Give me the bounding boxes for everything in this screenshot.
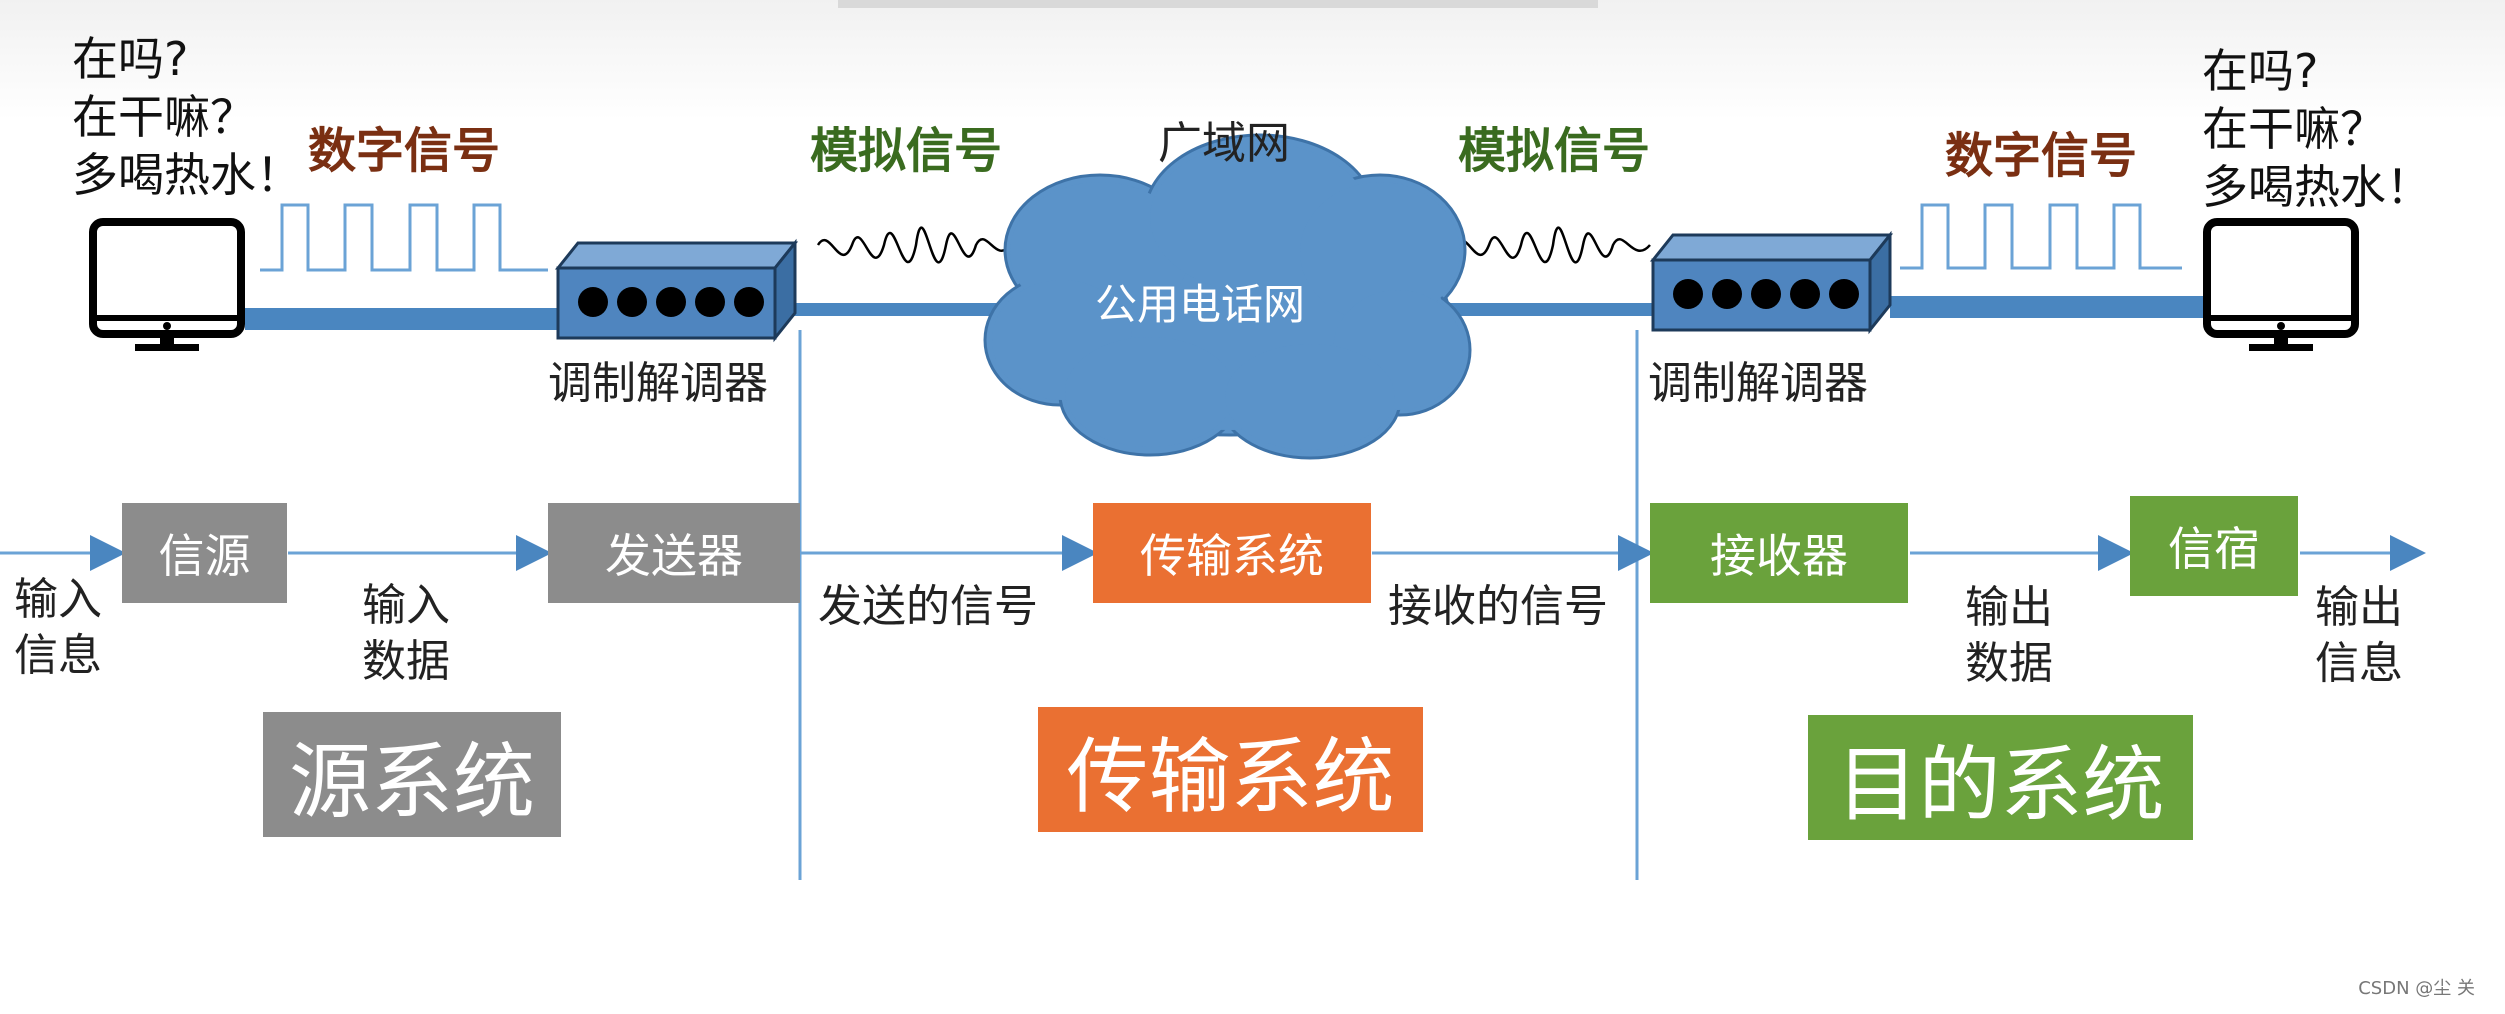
left-chat-line-1: 在吗?	[72, 32, 189, 86]
source-system-box: 源系统	[263, 712, 561, 837]
receiver-box: 接收器	[1650, 503, 1908, 603]
digital-signal-label-left: 数字信号	[308, 123, 501, 179]
cloud-label: 公用电话网	[1095, 280, 1306, 329]
digital-signal-label-right: 数字信号	[1945, 128, 2138, 184]
right-chat-line-2: 在干嘛？	[2202, 102, 2386, 156]
output-info-label: 输出 信息	[2315, 582, 2403, 689]
destination-system-box: 目的系统	[1808, 715, 2193, 840]
received-signal-label: 接收的信号	[1388, 581, 1608, 632]
left-computer-icon	[89, 218, 245, 351]
cloud-right-modem-link	[1450, 303, 1660, 316]
telephone-network-cloud	[983, 133, 1472, 460]
source-box: 信源	[122, 503, 287, 603]
right-computer-icon	[2203, 218, 2359, 351]
transmission-box: 传输系统	[1093, 503, 1371, 603]
left-modem-icon	[554, 238, 799, 343]
left-digital-wave	[260, 203, 548, 272]
modem-label-left: 调制解调器	[548, 358, 768, 409]
right-analog-wave	[1453, 226, 1651, 264]
left-chat-line-3: 多喝热水！	[72, 148, 302, 202]
right-modem-icon	[1649, 230, 1894, 335]
left-chat-line-2: 在干嘛？	[72, 90, 256, 144]
watermark-credit: CSDN @尘 关	[2358, 978, 2475, 999]
modem-label-right: 调制解调器	[1648, 358, 1868, 409]
wan-label: 广域网	[1158, 118, 1290, 169]
right-modem-pc-link	[1890, 296, 2210, 318]
right-chat-line-1: 在吗?	[2202, 44, 2319, 98]
analog-signal-label-left: 模拟信号	[810, 123, 1003, 179]
right-chat-line-3: 多喝热水！	[2202, 160, 2432, 214]
input-info-label: 输入 信息	[14, 574, 102, 681]
input-data-label: 输入 数据	[362, 580, 450, 687]
output-data-label: 输出 数据	[1965, 582, 2053, 689]
destination-box: 信宿	[2130, 496, 2298, 596]
top-bar	[838, 0, 1598, 8]
transmitter-box: 发送器	[548, 503, 800, 603]
left-pc-modem-link	[245, 308, 565, 330]
left-modem-cloud-link	[790, 303, 1020, 316]
transmission-system-box: 传输系统	[1038, 707, 1423, 832]
analog-signal-label-right: 模拟信号	[1458, 123, 1651, 179]
right-digital-wave	[1900, 203, 2182, 270]
left-analog-wave	[816, 226, 1012, 264]
sent-signal-label: 发送的信号	[818, 581, 1038, 632]
